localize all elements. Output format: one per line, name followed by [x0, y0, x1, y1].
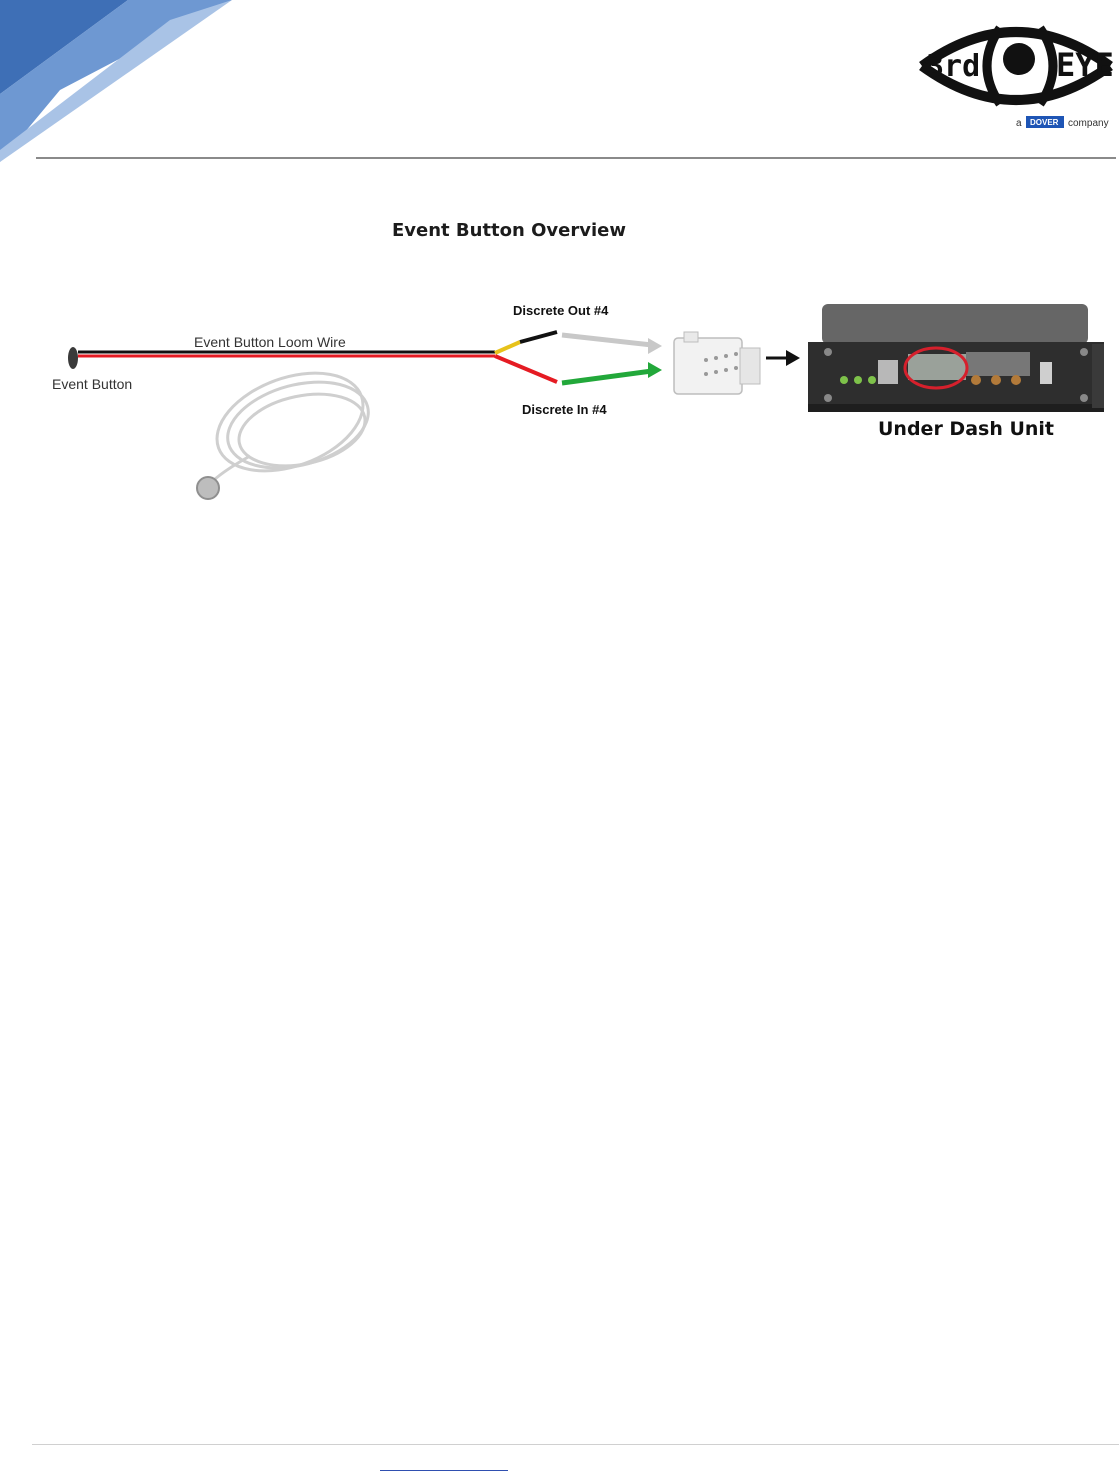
logo-left-text: 3rd	[926, 49, 980, 84]
event-button-icon	[68, 347, 78, 369]
header-rule	[36, 157, 1116, 159]
coiled-loom-photo	[204, 355, 378, 490]
connector-icon	[674, 332, 760, 394]
logo-badge-text: DOVER	[1030, 118, 1059, 127]
under-dash-unit	[808, 304, 1104, 412]
logo-tagline-pre: a	[1016, 118, 1022, 129]
label-under-dash-unit: Under Dash Unit	[878, 418, 1054, 440]
eye-pupil-icon	[1003, 43, 1035, 75]
diagram-title: Event Button Overview	[392, 220, 626, 241]
footer-rule	[32, 1444, 1119, 1445]
event-button-diagram: Discrete Out #4 Discrete In #4 Event But…	[40, 280, 1118, 520]
discrete-out-arrow	[562, 335, 652, 345]
company-logo: 3rd EYE a DOVER company	[916, 6, 1116, 130]
logo-right-text: EYE	[1056, 46, 1114, 84]
corner-decoration	[0, 0, 240, 165]
label-loom-wire: Event Button Loom Wire	[194, 334, 346, 350]
event-button-knob-photo	[197, 477, 219, 499]
label-event-button: Event Button	[52, 376, 132, 392]
label-discrete-out: Discrete Out #4	[513, 303, 609, 318]
discrete-in-arrow	[562, 371, 652, 383]
footer-link-underline	[380, 1470, 508, 1471]
logo-tagline-post: company	[1068, 118, 1109, 129]
label-discrete-in: Discrete In #4	[522, 402, 607, 417]
